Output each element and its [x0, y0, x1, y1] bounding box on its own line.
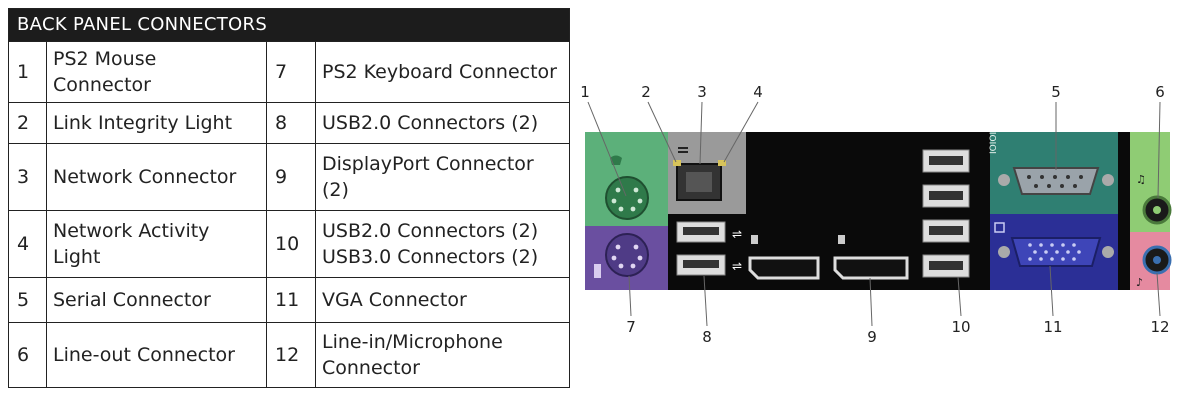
connector-name: Link Integrity Light — [46, 102, 267, 144]
displayport-connector[interactable] — [748, 256, 820, 280]
usb-port-slot — [929, 191, 963, 200]
screw — [998, 246, 1010, 258]
table-row: 3 Network Connector 9 DisplayPort Connec… — [8, 143, 571, 211]
row-number: 3 — [8, 143, 47, 211]
connector-name: Network Activity Light — [46, 210, 267, 278]
row-number: 8 — [266, 102, 316, 144]
callout-11: 11 — [1043, 318, 1062, 336]
network-connector[interactable] — [676, 163, 722, 201]
displayport-connectors — [748, 235, 909, 280]
connector-name: Network Connector — [46, 143, 267, 211]
usb-port-slot — [929, 156, 963, 165]
ps2-mouse-pins — [611, 187, 643, 212]
row-number: 2 — [8, 102, 47, 144]
connector-name: VGA Connector — [314, 277, 571, 323]
network-jack — [686, 172, 712, 192]
callout-2: 2 — [641, 83, 651, 101]
usb2-connectors: ⇌ ⇌ — [676, 221, 742, 276]
network-activity-light — [718, 160, 726, 166]
table-row: 1 PS2 Mouse Connector 7 PS2 Keyboard Con… — [8, 41, 571, 103]
screw — [1102, 174, 1114, 186]
callout-8: 8 — [702, 328, 712, 346]
vga-pins — [1028, 243, 1081, 261]
ps2-mouse-connector[interactable] — [605, 176, 649, 220]
row-number: 12 — [266, 322, 316, 388]
connector-name: PS2 Keyboard Connector — [314, 41, 571, 103]
usb-stack — [922, 149, 970, 278]
callout-3: 3 — [697, 83, 707, 101]
leader-lines — [587, 101, 1161, 327]
usb-icon: ⇌ — [732, 227, 742, 241]
usb-icon: ⇌ — [732, 259, 742, 273]
jack-center — [1153, 206, 1161, 214]
displayport-connector[interactable] — [833, 256, 909, 280]
callout-7: 7 — [626, 318, 636, 336]
keyboard-icon — [594, 264, 601, 278]
microphone-icon: ♪ — [1136, 276, 1143, 289]
callout-10: 10 — [951, 318, 970, 336]
monitor-icon — [994, 222, 1005, 233]
network-icon — [678, 147, 688, 153]
row-number: 1 — [8, 41, 47, 103]
table-title: BACK PANEL CONNECTORS — [7, 8, 571, 42]
connector-name: USB2.0 Connectors (2) USB3.0 Connectors … — [314, 210, 571, 278]
connector-name: Line-out Connector — [46, 322, 267, 388]
row-number: 11 — [266, 277, 316, 323]
table-row: 2 Link Integrity Light 8 USB2.0 Connecto… — [8, 102, 571, 144]
back-panel-connectors-table: BACK PANEL CONNECTORS 1 PS2 Mouse Connec… — [7, 8, 571, 388]
headphone-icon: ♫ — [1136, 173, 1146, 186]
row-number: 4 — [8, 210, 47, 278]
connector-name: Line-in/Microphone Connector — [314, 322, 571, 388]
callout-4: 4 — [753, 83, 763, 101]
callout-12: 12 — [1150, 318, 1169, 336]
serial-connector[interactable] — [1012, 167, 1100, 195]
callout-5: 5 — [1051, 83, 1061, 101]
table-row: 6 Line-out Connector 12 Line-in/Micropho… — [8, 322, 571, 388]
usb-port-slot — [683, 227, 719, 235]
usb-port-slot — [683, 260, 719, 268]
back-panel-diagram: ⇌ ⇌ IOIOI ♫ ♪ — [580, 83, 1172, 346]
connector-table-container: BACK PANEL CONNECTORS 1 PS2 Mouse Connec… — [7, 8, 571, 388]
lock-icon — [751, 235, 758, 244]
lock-icon — [838, 235, 845, 244]
link-integrity-light — [673, 160, 681, 166]
row-number: 6 — [8, 322, 47, 388]
ps2-keyboard-connector[interactable] — [605, 233, 649, 277]
callout-1: 1 — [580, 83, 590, 101]
connector-name: DisplayPort Connector (2) — [314, 143, 571, 211]
connector-name: USB2.0 Connectors (2) — [314, 102, 571, 144]
usb-port-slot — [929, 261, 963, 270]
serial-icon: IOIOI — [989, 132, 999, 154]
table-row: 4 Network Activity Light 10 USB2.0 Conne… — [8, 210, 571, 278]
screw — [1102, 246, 1114, 258]
connector-name: PS2 Mouse Connector — [46, 41, 267, 103]
row-number: 10 — [266, 210, 316, 278]
callout-6: 6 — [1155, 83, 1165, 101]
row-number: 5 — [8, 277, 47, 323]
row-number: 7 — [266, 41, 316, 103]
row-number: 9 — [266, 143, 316, 211]
screw — [998, 174, 1010, 186]
ps2-keyboard-pins — [611, 244, 643, 269]
jack-center — [1153, 256, 1161, 264]
table-row: 5 Serial Connector 11 VGA Connector — [8, 277, 571, 323]
callout-9: 9 — [867, 328, 877, 346]
usb-port-slot — [929, 226, 963, 235]
serial-pins — [1027, 175, 1083, 188]
connector-name: Serial Connector — [46, 277, 267, 323]
